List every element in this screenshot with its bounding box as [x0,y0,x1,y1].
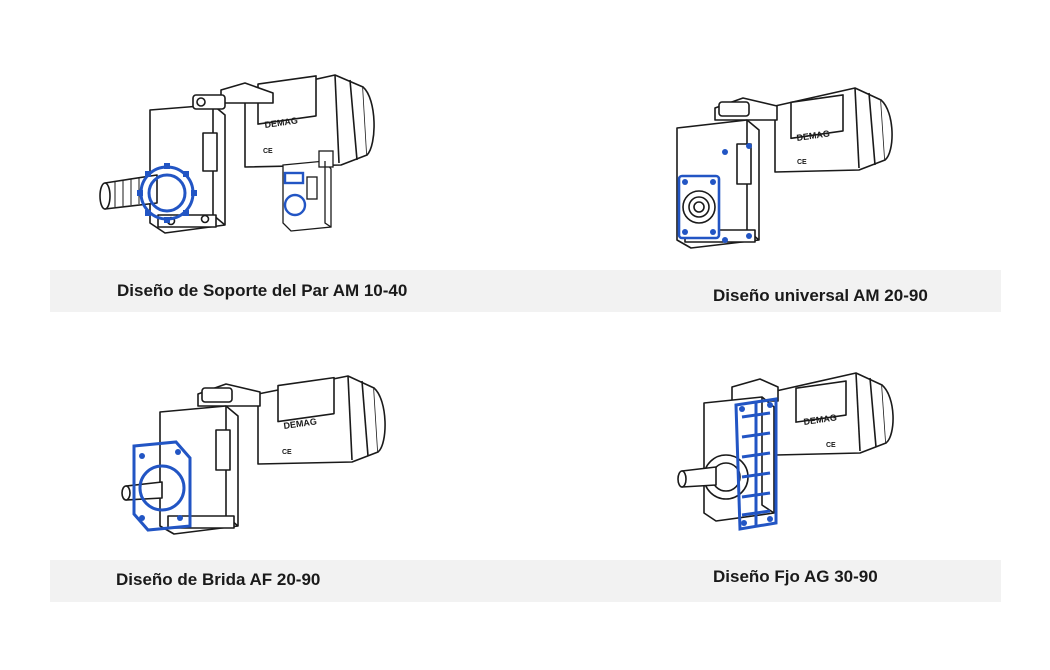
caption-band-top [50,270,1001,312]
ce-mark: CE [263,148,273,155]
gearmotor-torque-arm-drawing: DEMAG CE [99,74,375,234]
caption-band-bottom [50,560,1001,602]
design-caption-universal: Diseño universal AM 20-90 [713,286,928,305]
gearmotor-universal-drawing: DEMAG CE [676,87,893,249]
brand-label: DEMAG [283,416,318,431]
ce-mark: CE [282,449,292,456]
brand-label: DEMAG [796,128,831,143]
brand-label: DEMAG [803,412,838,427]
gearmotor-flange-drawing: DEMAG CE [121,375,386,535]
brand-label: DEMAG [264,115,299,130]
design-caption-foot: Diseño Fjo AG 30-90 [713,567,878,586]
ce-mark: CE [826,442,836,449]
design-caption-flange: Diseño de Brida AF 20-90 [116,570,321,589]
ce-mark: CE [797,159,807,166]
gearmotor-foot-drawing: DEMAG CE [677,372,894,531]
design-caption-torque-arm: Diseño de Soporte del Par AM 10-40 [117,281,408,300]
